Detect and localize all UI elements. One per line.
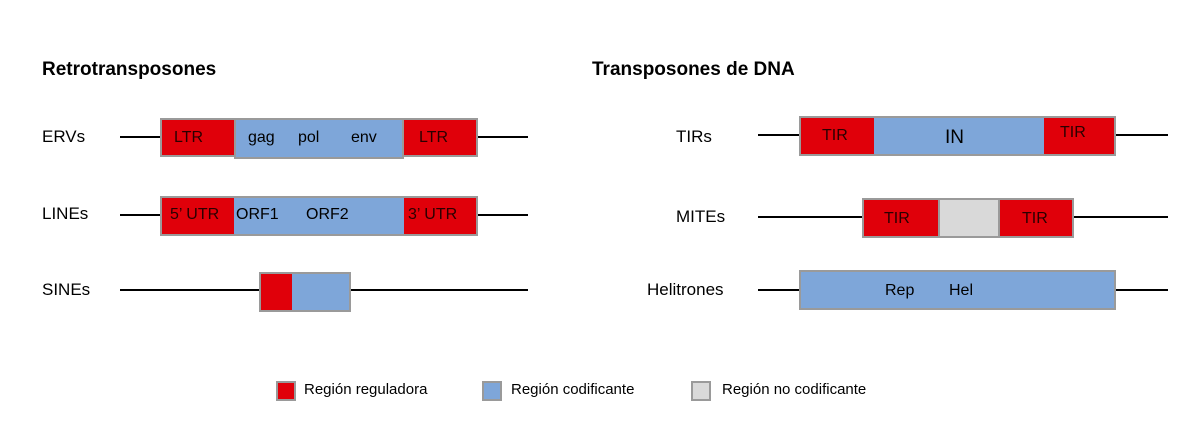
legend-swatch-noncoding [691,381,711,401]
sines-coding-segment [292,274,349,310]
tirs-tir-right-segment [1044,118,1114,154]
tirs-element [799,116,1116,156]
ervs-element [160,118,478,159]
ervs-ltr-left-segment [162,120,234,155]
lines-5utr-segment [162,198,234,234]
ervs-pol-text: pol [298,129,320,146]
lines-3utr-segment [404,198,476,234]
ervs-label: ERVs [42,127,86,146]
legend-swatch-coding [482,381,502,401]
ervs-gag-text: gag [248,129,275,146]
helitrones-coding-segment [801,272,1114,308]
helitrones-hel-text: Hel [949,282,974,299]
lines-orf1-text: ORF1 [236,206,279,223]
mites-tir-right-segment [1000,200,1072,236]
tirs-tir-right-text: TIR [1060,124,1086,141]
lines-orf2-text: ORF2 [306,206,349,223]
mites-label: MITEs [676,207,726,226]
helitrones-label: Helitrones [647,280,724,299]
legend-swatch-regulatory [276,381,296,401]
mites-tir-left-text: TIR [884,210,910,227]
ervs-env-text: env [351,129,377,146]
sines-element [259,272,351,312]
sines-label: SINEs [42,280,91,299]
legend-label-noncoding: Región no codificante [722,381,867,398]
tirs-in-segment [874,118,1044,154]
lines-3utr-text: 3’ UTR [408,206,458,223]
helitrones-element [799,270,1116,310]
lines-coding-segment [234,198,404,234]
mites-noncoding-segment [938,200,1000,236]
tirs-label: TIRs [676,127,712,146]
transposones-dna-title: Transposones de DNA [592,59,795,80]
sines-regulatory-segment [261,274,292,310]
ervs-ltr-right-text: LTR [419,129,449,146]
tirs-tir-left-segment [801,118,874,154]
tirs-in-text: IN [945,127,964,148]
mites-tir-right-text: TIR [1022,210,1048,227]
ervs-ltr-right-segment [404,120,476,155]
lines-label: LINEs [42,204,89,223]
tirs-tir-left-text: TIR [822,127,848,144]
mites-element [862,198,1074,238]
lines-element [160,196,478,236]
mites-tir-left-segment [864,200,938,236]
retrotransposones-title: Retrotransposones [42,59,217,80]
lines-5utr-text: 5’ UTR [170,206,220,223]
helitrones-rep-text: Rep [885,282,915,299]
ervs-coding-segment [234,120,404,159]
ervs-ltr-left-text: LTR [174,129,204,146]
legend-label-coding: Región codificante [511,381,635,398]
legend-label-regulatory: Región reguladora [304,381,428,398]
